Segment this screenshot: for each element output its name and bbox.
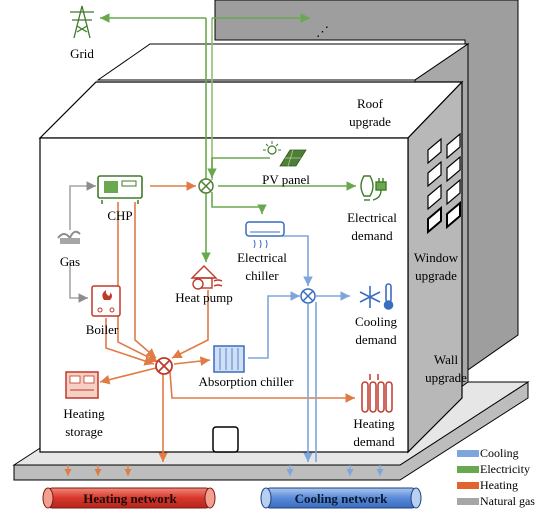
absorption-chiller-label: Absorption chiller [199, 374, 295, 389]
legend-swatch-electricity [457, 466, 479, 473]
heating-demand-label-2: demand [353, 434, 395, 449]
wall-upgrade-label-1: Wall [434, 352, 459, 367]
light-bulb-plug-icon [360, 175, 387, 201]
gas-flows [69, 181, 96, 303]
cooling-network-pipe [260, 487, 422, 509]
boiler-icon [91, 285, 121, 317]
grid-tower-icon [70, 5, 94, 39]
boiler-label: Boiler [86, 322, 119, 337]
pv-panel-icon [263, 141, 307, 167]
electricity-flows [100, 13, 356, 262]
roof-upgrade-label-1: Roof [357, 96, 384, 111]
heating-storage-icon [65, 371, 99, 399]
roof-upgrade-label-2: upgrade [349, 114, 391, 129]
ellipsis-mark: ⋰ [316, 24, 329, 39]
gas-label: Gas [60, 254, 80, 269]
electricity-bus-node [198, 178, 214, 194]
heating-storage-label-2: storage [65, 424, 103, 439]
heat-pump-icon [190, 265, 223, 290]
cooling-demand-label-1: Cooling [355, 314, 397, 329]
main-building [38, 80, 464, 454]
pv-panel-label: PV panel [262, 172, 310, 187]
electrical-chiller-label-1: Electrical [237, 250, 287, 265]
cooling-flows [248, 235, 350, 462]
legend-label-cooling: Cooling [480, 446, 519, 460]
legend: Cooling Electricity Heating Natural gas [457, 446, 535, 508]
electrical-demand-label-1: Electrical [347, 210, 397, 225]
heating-bus-node [155, 357, 173, 375]
legend-swatch-cooling [457, 450, 479, 457]
window-upgrade-windows [427, 132, 461, 235]
cooling-network-label: Cooling network [295, 491, 389, 506]
legend-label-natural-gas: Natural gas [480, 494, 535, 508]
door [212, 426, 239, 453]
gas-burner-icon [57, 230, 81, 244]
electrical-demand-label-2: demand [351, 228, 393, 243]
legend-label-heating: Heating [480, 478, 518, 492]
legend-swatch-natural-gas [457, 498, 479, 505]
chp-label: CHP [107, 208, 132, 223]
wall-upgrade-label-2: upgrade [425, 370, 467, 385]
legend-swatch-heating [457, 482, 479, 489]
chp-generator-icon [97, 175, 143, 204]
window-upgrade-label-2: upgrade [415, 268, 457, 283]
heat-pump-label: Heat pump [175, 290, 232, 305]
legend-label-electricity: Electricity [480, 462, 530, 476]
heating-network-label: Heating network [83, 491, 177, 506]
grid-label: Grid [70, 46, 94, 61]
cooling-demand-label-2: demand [355, 332, 397, 347]
cooling-bus-node [300, 288, 316, 304]
snowflake-thermometer-icon [359, 283, 394, 310]
heating-storage-label-1: Heating [63, 406, 105, 421]
network-taps [64, 465, 384, 476]
heating-flows [99, 181, 355, 462]
electrical-chiller-label-2: chiller [245, 268, 279, 283]
radiator-icon [361, 374, 393, 413]
absorption-chiller-icon [213, 345, 245, 373]
heating-demand-label-1: Heating [353, 416, 395, 431]
air-conditioner-icon [245, 221, 285, 249]
heating-network-pipe [42, 487, 216, 509]
window-upgrade-label-1: Window [414, 250, 459, 265]
